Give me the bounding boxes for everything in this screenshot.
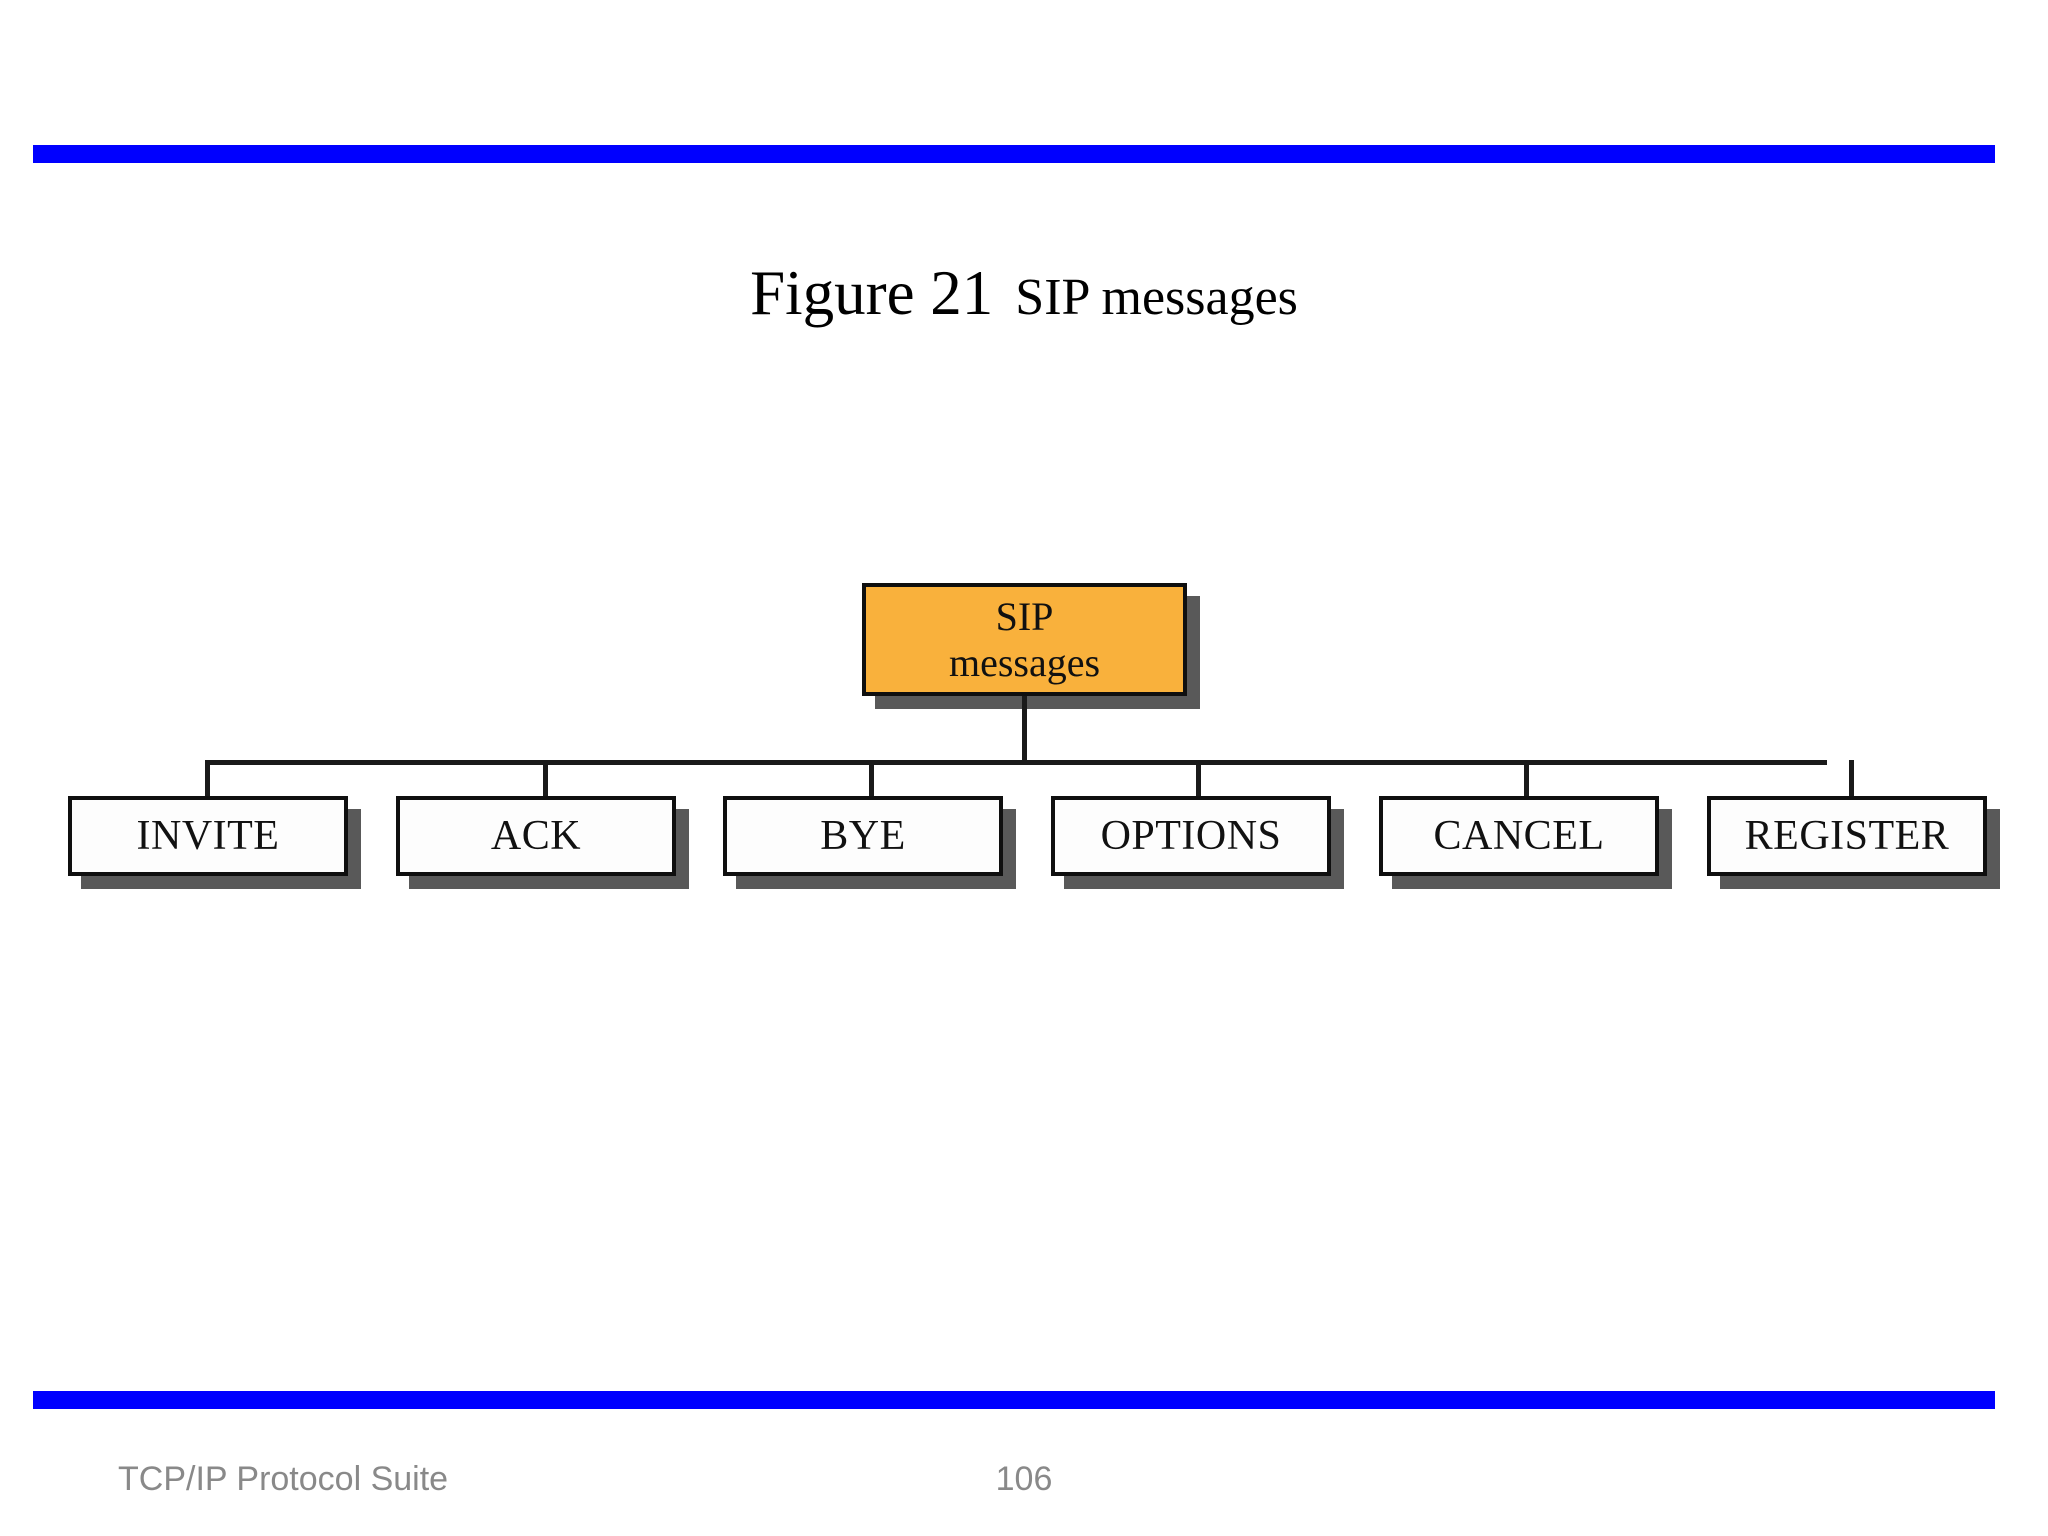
footer-source: TCP/IP Protocol Suite bbox=[118, 1460, 449, 1498]
bottom-accent-rule bbox=[33, 1391, 1995, 1409]
tree-node-ack-label: ACK bbox=[490, 813, 582, 859]
connector-root-stem bbox=[1022, 696, 1027, 763]
connector-drop-cancel bbox=[1524, 760, 1529, 798]
tree-node-bye[interactable]: BYE bbox=[723, 796, 1003, 876]
figure-caption: SIP messages bbox=[1015, 269, 1298, 326]
footer-page-number: 106 bbox=[995, 1460, 1053, 1498]
root-label-line1: SIP bbox=[995, 593, 1054, 639]
tree-node-root-sip-messages[interactable]: SIP messages bbox=[862, 583, 1187, 696]
tree-node-invite[interactable]: INVITE bbox=[68, 796, 348, 876]
connector-drop-options bbox=[1196, 760, 1201, 798]
tree-node-bye-label: BYE bbox=[820, 813, 906, 859]
tree-node-cancel[interactable]: CANCEL bbox=[1379, 796, 1659, 876]
tree-node-options[interactable]: OPTIONS bbox=[1051, 796, 1331, 876]
connector-drop-invite bbox=[205, 760, 210, 798]
tree-node-register-label: REGISTER bbox=[1744, 813, 1950, 859]
connector-drop-register bbox=[1849, 760, 1854, 798]
figure-label: Figure 21 bbox=[750, 258, 994, 328]
connector-drop-ack bbox=[543, 760, 548, 798]
connector-drop-bye bbox=[869, 760, 874, 798]
tree-node-register[interactable]: REGISTER bbox=[1707, 796, 1987, 876]
tree-node-invite-label: INVITE bbox=[136, 813, 280, 859]
tree-node-ack[interactable]: ACK bbox=[396, 796, 676, 876]
connector-bus bbox=[205, 760, 1827, 765]
top-accent-rule bbox=[33, 145, 1995, 163]
tree-node-cancel-label: CANCEL bbox=[1433, 813, 1605, 859]
root-label-line2: messages bbox=[948, 639, 1101, 685]
tree-node-options-label: OPTIONS bbox=[1100, 813, 1282, 859]
